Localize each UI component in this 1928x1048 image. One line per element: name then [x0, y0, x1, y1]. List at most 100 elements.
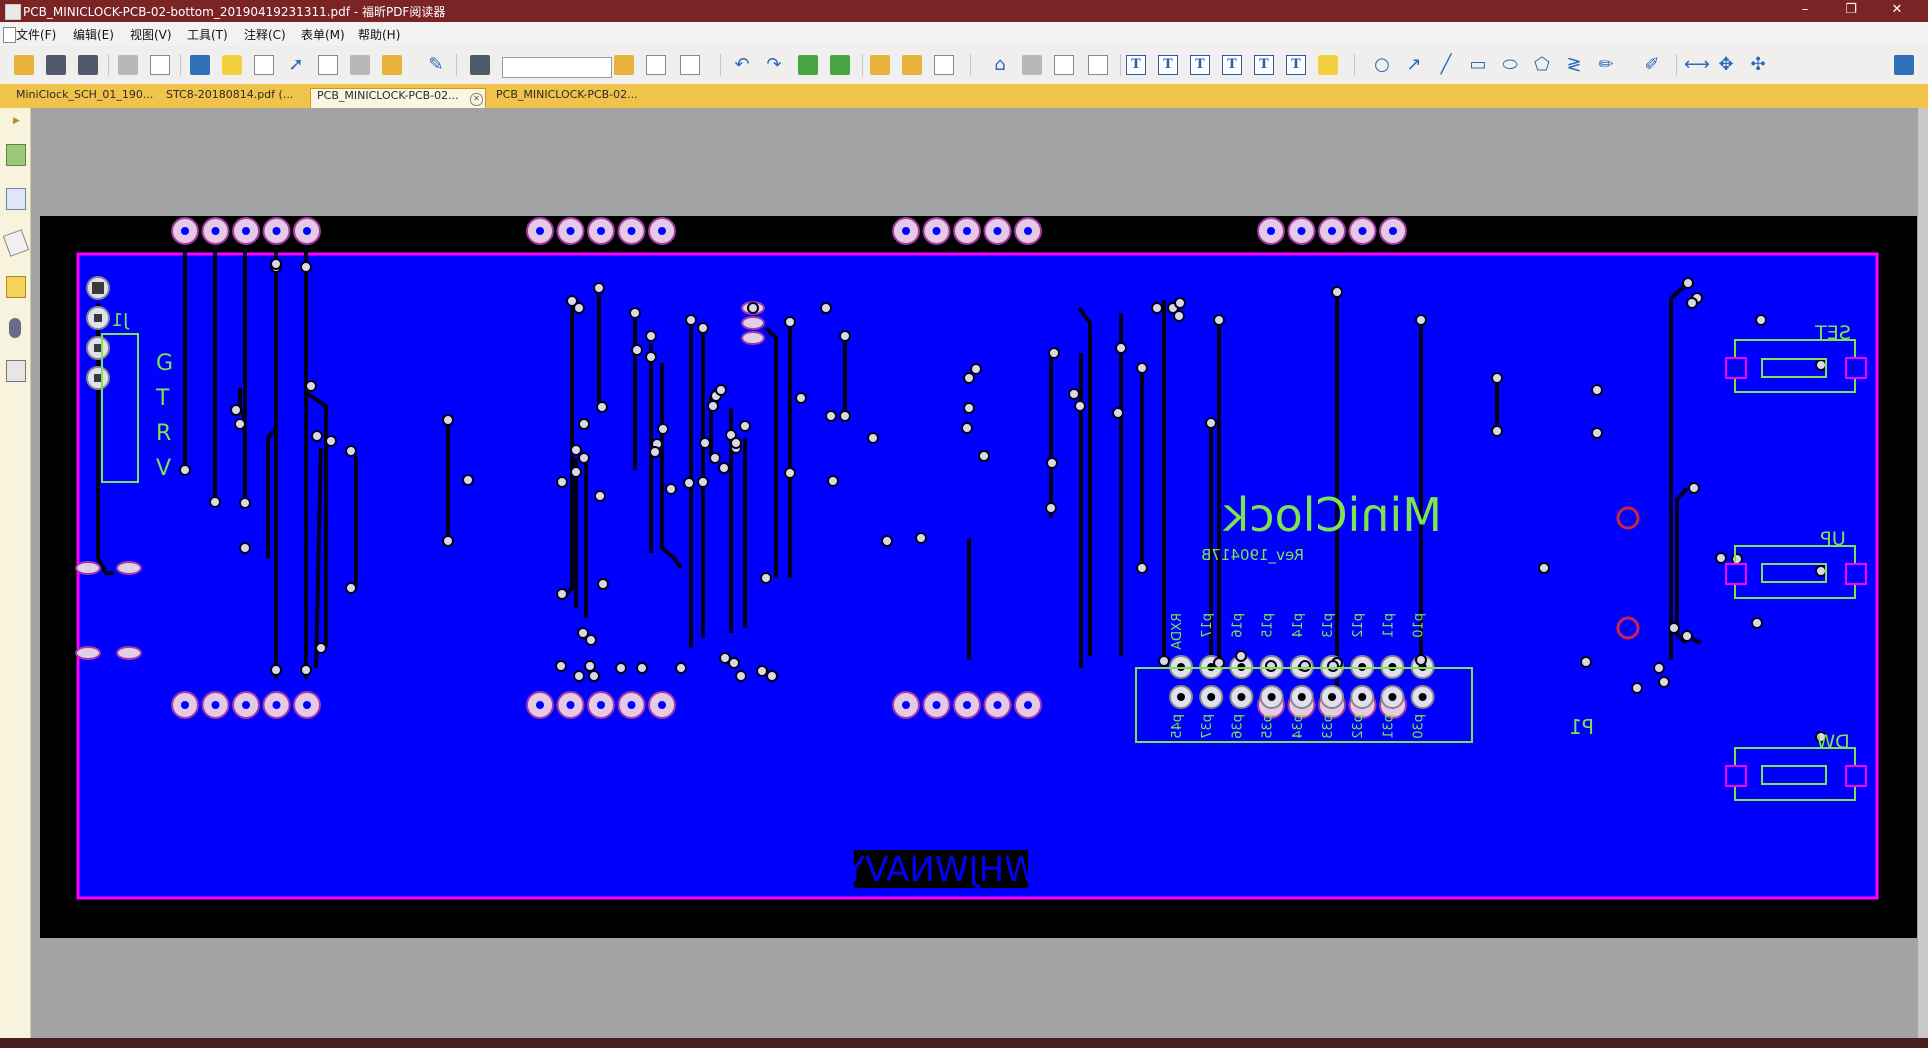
minimize-button[interactable]: – — [1801, 2, 1809, 17]
via — [566, 295, 578, 307]
via — [1048, 347, 1060, 359]
open-icon[interactable] — [14, 55, 34, 75]
oval-icon[interactable]: ⬭ — [1502, 54, 1518, 75]
bookmarks-icon[interactable] — [6, 144, 26, 166]
highlight-text-icon[interactable]: T — [1158, 55, 1178, 75]
via — [345, 445, 357, 457]
underline-icon[interactable]: T — [1222, 55, 1242, 75]
hand-tool-icon[interactable] — [222, 55, 242, 75]
close-button[interactable]: ✕ — [1891, 2, 1903, 17]
zoom-tool-icon[interactable] — [254, 55, 274, 75]
signatures-icon[interactable] — [6, 360, 26, 382]
callout-icon[interactable] — [1088, 55, 1108, 75]
pcb-board — [76, 252, 1879, 900]
find-next-icon[interactable] — [614, 55, 634, 75]
menu-help[interactable]: 帮助(H) — [358, 28, 401, 42]
via — [596, 401, 608, 413]
line-icon[interactable]: ╱ — [1440, 54, 1452, 75]
print-icon[interactable] — [118, 55, 138, 75]
via — [1331, 286, 1343, 298]
sign-icon[interactable]: ✎ — [428, 54, 444, 75]
strikeout-icon[interactable]: T — [1190, 55, 1210, 75]
close-tab-icon[interactable]: ✕ — [470, 93, 483, 106]
attachments-icon[interactable] — [9, 318, 21, 338]
comments-icon[interactable] — [6, 276, 26, 298]
menu-view[interactable]: 视图(V) — [130, 28, 172, 42]
stamp-icon[interactable] — [870, 55, 890, 75]
menu-tools[interactable]: 工具(T) — [187, 28, 228, 42]
rectangle-icon[interactable]: ▭ — [1469, 54, 1487, 75]
layers-icon[interactable] — [2, 229, 30, 257]
distance-icon[interactable]: ⟷ — [1684, 54, 1710, 75]
forward-icon[interactable]: ↷ — [766, 54, 782, 75]
via — [645, 351, 657, 363]
text-box-icon[interactable] — [1054, 55, 1074, 75]
via — [315, 642, 327, 654]
back-icon[interactable]: ↶ — [734, 54, 750, 75]
first-page-icon[interactable] — [798, 55, 818, 75]
find-icon[interactable] — [470, 55, 490, 75]
tab-stc8[interactable]: STC8-20180814.pdf (... — [160, 88, 308, 108]
rms-icon[interactable] — [382, 55, 402, 75]
pencil-icon[interactable]: ✏ — [1598, 54, 1614, 75]
expand-panel-icon[interactable] — [1894, 55, 1914, 75]
menu-edit[interactable]: 编辑(E) — [73, 28, 114, 42]
snapshot-icon[interactable] — [350, 55, 370, 75]
paperclip-icon[interactable]: ⌂ — [994, 54, 1006, 75]
connector-bottom-label-8: p30 — [1412, 714, 1427, 739]
arrow-icon[interactable]: ↗ — [1406, 54, 1422, 75]
pages-icon[interactable] — [6, 188, 26, 210]
via — [1682, 277, 1694, 289]
squiggly-icon[interactable]: T — [1254, 55, 1274, 75]
area-icon[interactable]: ✣ — [1750, 54, 1766, 75]
typewriter-icon[interactable] — [1022, 55, 1042, 75]
print-preview-icon[interactable] — [150, 55, 170, 75]
menu-comment[interactable]: 注释(C) — [244, 28, 286, 42]
polygon-icon[interactable]: ⬠ — [1534, 54, 1550, 75]
via — [588, 670, 600, 682]
via — [239, 497, 251, 509]
perimeter-icon[interactable]: ✥ — [1718, 54, 1734, 75]
via — [1136, 562, 1148, 574]
search-input[interactable] — [502, 57, 612, 78]
button-set-label: SET — [1815, 322, 1851, 344]
attach-stamp-icon[interactable] — [902, 55, 922, 75]
via — [867, 432, 879, 444]
note-icon[interactable] — [1318, 55, 1338, 75]
replace-text-icon[interactable]: T — [1286, 55, 1306, 75]
select-arrow-icon[interactable]: ➚ — [288, 54, 304, 75]
title-bar: PCB_MINICLOCK-PCB-02-bottom_201904192313… — [0, 0, 1928, 22]
via — [820, 302, 832, 314]
via — [1491, 425, 1503, 437]
pad-hole — [1024, 701, 1032, 709]
tab-miniclock-sch[interactable]: MiniClock_SCH_01_190... — [10, 88, 158, 108]
eraser-icon[interactable]: ✐ — [1644, 54, 1660, 75]
vertical-scrollbar[interactable] — [1918, 108, 1928, 1038]
via — [1591, 427, 1603, 439]
save-icon[interactable] — [46, 55, 66, 75]
text-tool-icon[interactable]: T — [1126, 55, 1146, 75]
restore-button[interactable]: ❐ — [1845, 2, 1857, 17]
fullscreen-icon[interactable] — [190, 55, 210, 75]
via — [179, 464, 191, 476]
page-list-icon[interactable] — [680, 55, 700, 75]
trace — [266, 426, 278, 558]
via — [728, 657, 740, 669]
save-as-icon[interactable] — [78, 55, 98, 75]
next-page-icon[interactable] — [830, 55, 850, 75]
pad-hole — [597, 227, 605, 235]
menu-form[interactable]: 表单(M) — [301, 28, 345, 42]
collapse-arrow-icon[interactable]: ▶ — [13, 116, 20, 126]
tab-pcb-other[interactable]: PCB_MINICLOCK-PCB-02... — [490, 88, 640, 108]
tab-pcb-bottom[interactable]: PCB_MINICLOCK-PCB-02...✕ — [310, 88, 486, 108]
via — [1538, 562, 1550, 574]
menu-file[interactable]: 文件(F) — [16, 28, 57, 42]
page-icon[interactable] — [646, 55, 666, 75]
circle-icon[interactable]: ○ — [1374, 54, 1390, 75]
text-select-icon[interactable] — [318, 55, 338, 75]
via — [442, 535, 454, 547]
via — [709, 452, 721, 464]
cloud-icon[interactable]: ≷ — [1566, 54, 1582, 75]
security-icon[interactable] — [934, 55, 954, 75]
